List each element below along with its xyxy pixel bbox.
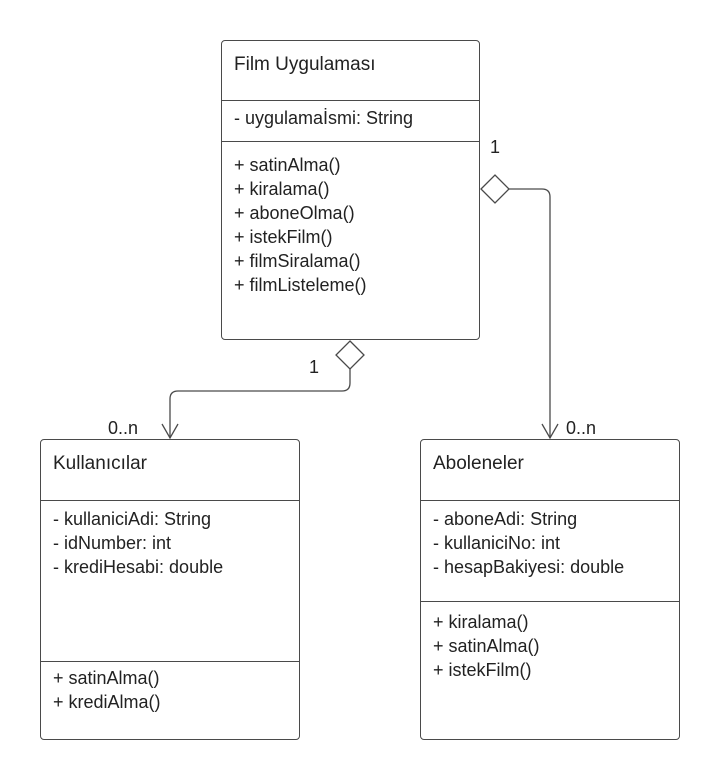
aggregation-film-kullanicilar bbox=[161, 340, 365, 440]
class-name-film-uygulamasi: Film Uygulaması bbox=[234, 54, 376, 75]
attributes-compartment: - aboneAdi: String - kullaniciNo: int - … bbox=[421, 500, 679, 601]
aggregation-diamond-right bbox=[480, 174, 510, 204]
multiplicity-aboleneler-part: 0..n bbox=[566, 418, 597, 438]
attributes-compartment: - uygulamaİsmi: String bbox=[222, 100, 479, 141]
attributes-compartment: - kullaniciAdi: String - idNumber: int -… bbox=[41, 500, 299, 661]
class-kullanicilar[interactable]: Kullanıcılar - kullaniciAdi: String - id… bbox=[40, 439, 300, 740]
class-aboleneler[interactable]: Aboleneler - aboneAdi: String - kullanic… bbox=[420, 439, 680, 740]
class-film-uygulamasi[interactable]: Film Uygulaması - uygulamaİsmi: String +… bbox=[221, 40, 480, 340]
attribute-idnumber: - idNumber: int bbox=[53, 533, 172, 553]
attribute-aboneadi: - aboneAdi: String bbox=[433, 509, 578, 529]
multiplicity-film-to-aboleneler-whole: 1 bbox=[490, 137, 501, 157]
operation-aboneolma: + aboneOlma() bbox=[234, 203, 355, 223]
operation-istekfilm: + istekFilm() bbox=[234, 227, 333, 247]
operation-kiralama: + kiralama() bbox=[234, 179, 330, 199]
aggregation-film-aboleneler bbox=[480, 174, 559, 440]
operation-filmsiralama: + filmSiralama() bbox=[234, 251, 361, 271]
aggregation-diamond-bottom bbox=[335, 340, 365, 370]
operation-kredialma: + krediAlma() bbox=[53, 692, 161, 712]
attribute-kredihesabi: - krediHesabi: double bbox=[53, 557, 224, 577]
operation-istekfilm: + istekFilm() bbox=[433, 660, 532, 680]
attribute-kullanicino: - kullaniciNo: int bbox=[433, 533, 561, 553]
attribute-kullaniciadi: - kullaniciAdi: String bbox=[53, 509, 212, 529]
operation-satinalma: + satinAlma() bbox=[53, 668, 160, 688]
arrowhead-kullanicilar bbox=[161, 423, 179, 440]
multiplicity-kullanicilar-part: 0..n bbox=[108, 418, 139, 438]
operation-satinalma: + satinAlma() bbox=[234, 155, 341, 175]
operations-compartment: + satinAlma() + krediAlma() bbox=[41, 661, 299, 714]
attribute-hesapbakiyesi: - hesapBakiyesi: double bbox=[433, 557, 625, 577]
class-name-aboleneler: Aboleneler bbox=[433, 453, 524, 474]
operation-filmlisteleme: + filmListeleme() bbox=[234, 275, 367, 295]
multiplicity-film-to-kullanicilar-whole: 1 bbox=[309, 357, 320, 377]
operations-compartment: + kiralama() + satinAlma() + istekFilm() bbox=[421, 601, 679, 682]
operation-satinalma: + satinAlma() bbox=[433, 636, 540, 656]
association-line-to-kullanicilar bbox=[169, 369, 351, 438]
class-name-kullanicilar: Kullanıcılar bbox=[53, 453, 147, 474]
association-line-to-aboleneler bbox=[509, 188, 551, 438]
operation-kiralama: + kiralama() bbox=[433, 612, 529, 632]
attribute-uygulamaismi: - uygulamaİsmi: String bbox=[234, 108, 414, 128]
arrowhead-aboleneler bbox=[541, 423, 559, 440]
operations-compartment: + satinAlma() + kiralama() + aboneOlma()… bbox=[222, 141, 479, 297]
